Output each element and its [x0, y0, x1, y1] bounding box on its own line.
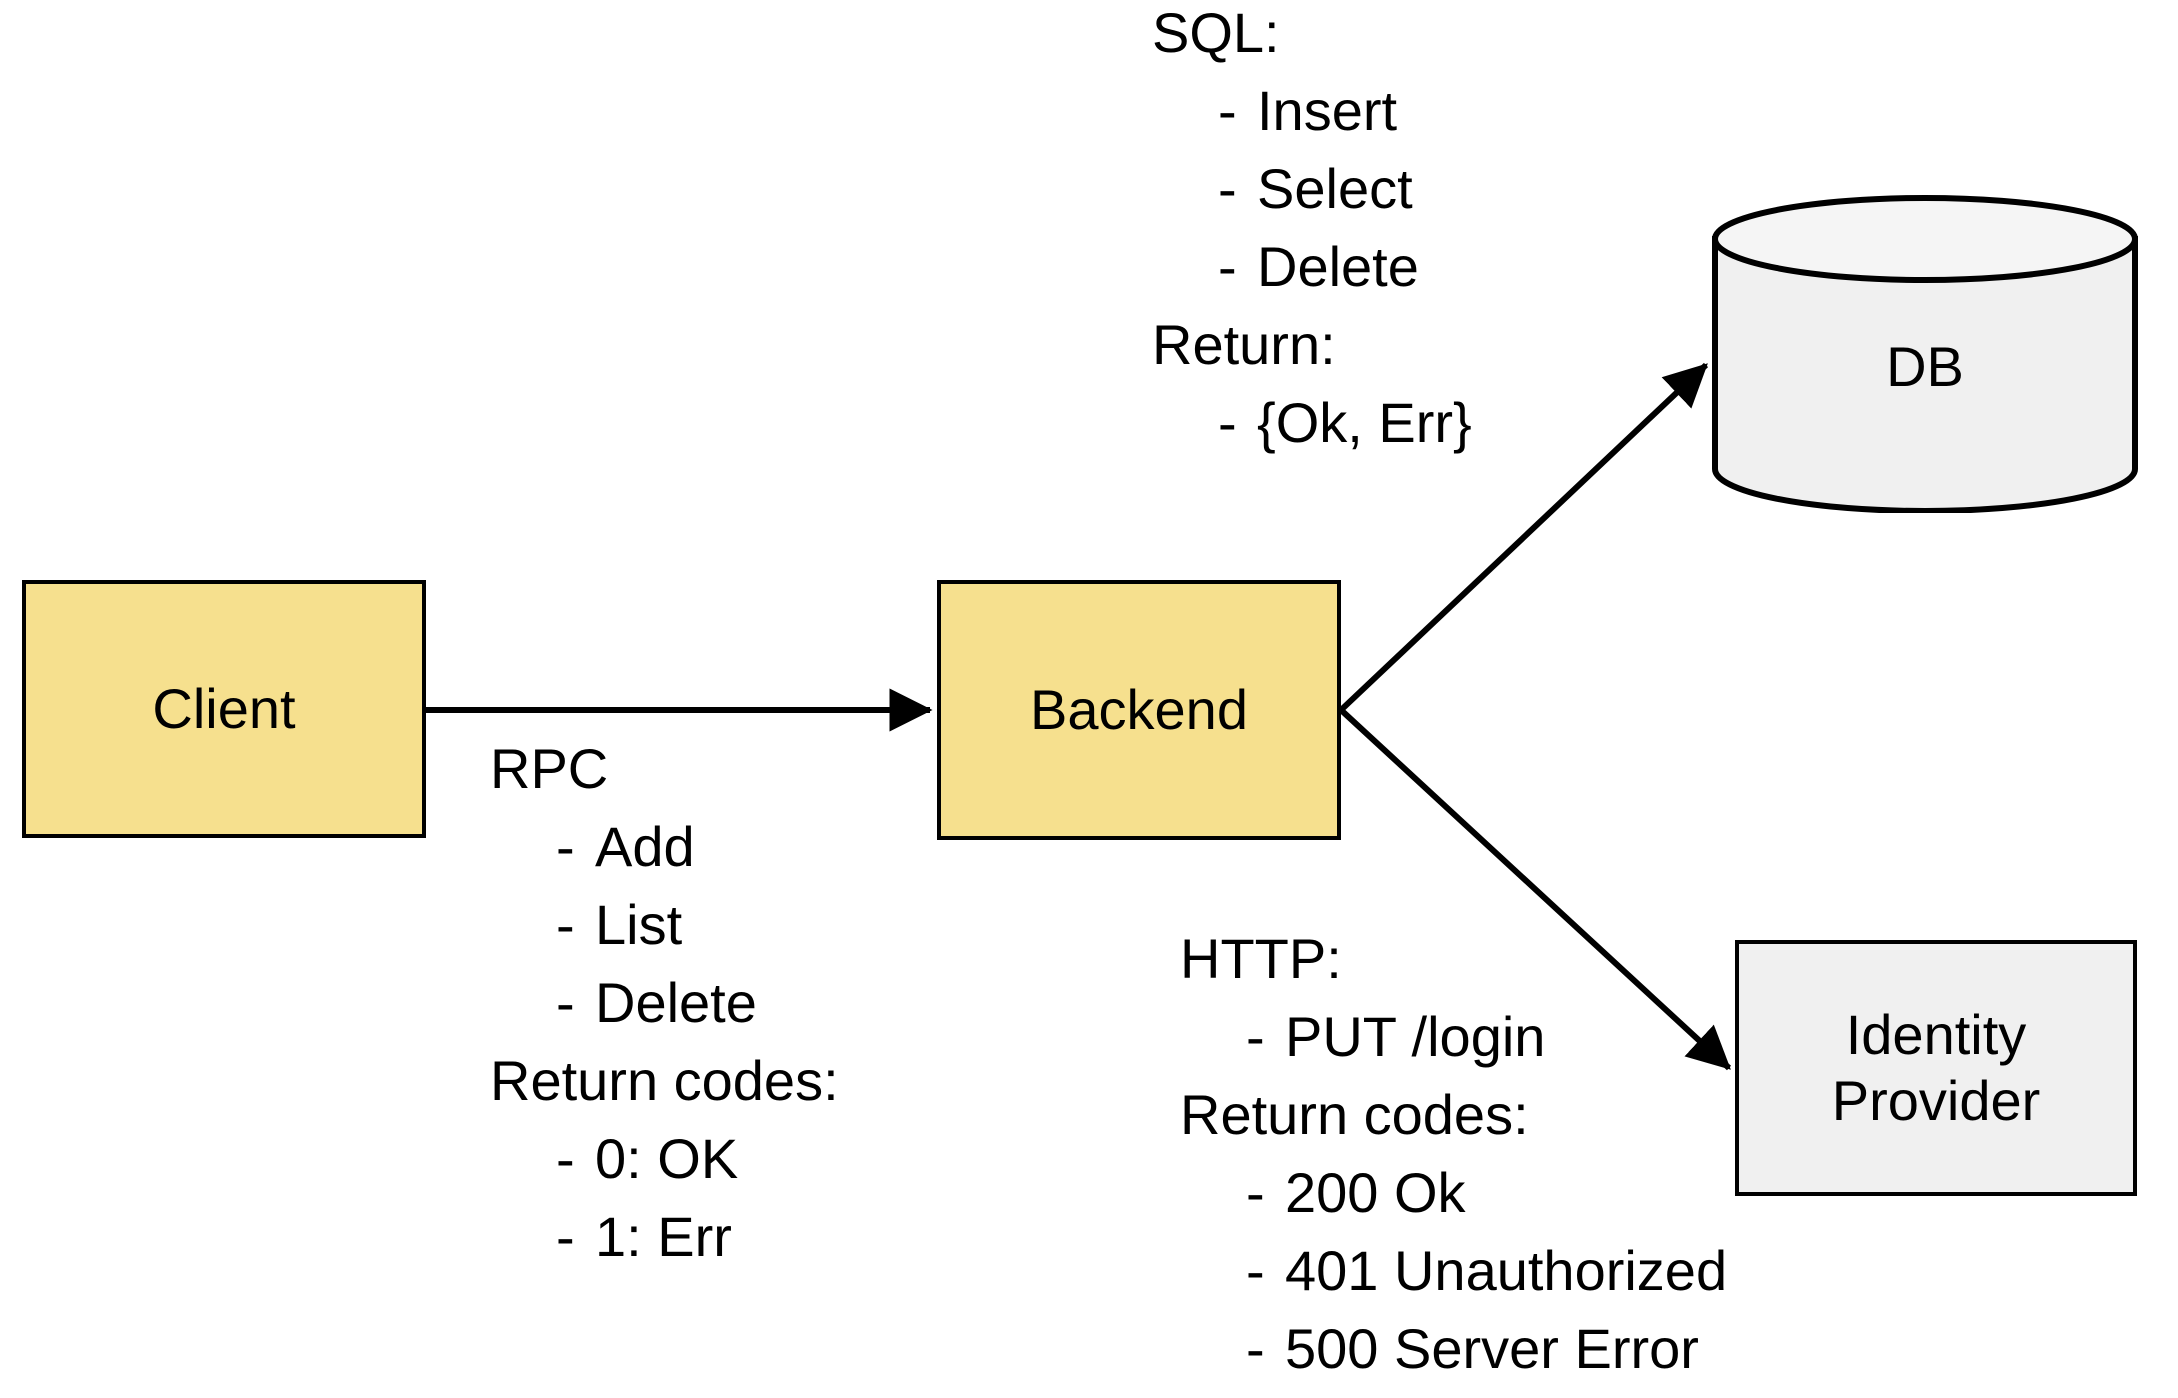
annotation-rpc-sub-item: -1: Err	[490, 1198, 839, 1276]
annotation-rpc-item-text: Add	[595, 815, 695, 878]
annotation-http-sub-item-text: 200 Ok	[1285, 1161, 1466, 1224]
bullet-dash: -	[1218, 235, 1237, 298]
annotation-sql-title: SQL:	[1152, 1, 1280, 64]
annotation-rpc-item-text: Delete	[595, 971, 757, 1034]
node-identity-provider-label: Identity Provider	[1831, 1002, 2041, 1132]
node-identity-provider[interactable]: Identity Provider	[1735, 940, 2137, 1196]
annotation-http-sub-item: -401 Unauthorized	[1180, 1232, 1727, 1310]
node-db[interactable]: DB	[1712, 195, 2138, 513]
annotation-http-sub-item: -200 Ok	[1180, 1154, 1727, 1232]
annotation-sql-subtitle: Return:	[1152, 313, 1336, 376]
annotation-rpc-subtitle: Return codes:	[490, 1049, 839, 1112]
annotation-rpc-sub-item-text: 1: Err	[595, 1205, 732, 1268]
annotation-rpc-item: -Add	[490, 808, 839, 886]
annotation-http: HTTP: -PUT /login Return codes: -200 Ok …	[1180, 920, 1727, 1388]
annotation-sql-sub-item: -{Ok, Err}	[1152, 384, 1472, 462]
annotation-http-title: HTTP:	[1180, 927, 1342, 990]
annotation-rpc: RPC -Add -List -Delete Return codes: -0:…	[490, 730, 839, 1276]
bullet-dash: -	[1246, 1005, 1265, 1068]
annotation-rpc-item: -Delete	[490, 964, 839, 1042]
bullet-dash: -	[556, 1127, 575, 1190]
annotation-sql-item-text: Delete	[1257, 235, 1419, 298]
annotation-rpc-sub-item-text: 0: OK	[595, 1127, 739, 1190]
bullet-dash: -	[556, 971, 575, 1034]
annotation-sql: SQL: -Insert -Select -Delete Return: -{O…	[1152, 0, 1472, 462]
node-client[interactable]: Client	[22, 580, 426, 838]
bullet-dash: -	[1246, 1161, 1265, 1224]
annotation-sql-item: -Select	[1152, 150, 1472, 228]
annotation-sql-sub-item-text: {Ok, Err}	[1257, 391, 1472, 454]
bullet-dash: -	[1218, 79, 1237, 142]
annotation-http-sub-item-text: 500 Server Error	[1285, 1317, 1699, 1380]
bullet-dash: -	[556, 1205, 575, 1268]
bullet-dash: -	[556, 815, 575, 878]
annotation-http-sub-item-text: 401 Unauthorized	[1285, 1239, 1728, 1302]
annotation-sql-item-text: Insert	[1257, 79, 1398, 142]
node-backend[interactable]: Backend	[937, 580, 1341, 840]
bullet-dash: -	[1218, 391, 1237, 454]
bullet-dash: -	[1218, 157, 1237, 220]
annotation-rpc-item-text: List	[595, 893, 683, 956]
node-db-label: DB	[1886, 334, 1964, 398]
node-client-label: Client	[152, 676, 296, 740]
annotation-http-sub-item: -500 Server Error	[1180, 1310, 1727, 1388]
annotation-http-item: -PUT /login	[1180, 998, 1727, 1076]
annotation-sql-item: -Insert	[1152, 72, 1472, 150]
bullet-dash: -	[556, 893, 575, 956]
annotation-rpc-sub-item: -0: OK	[490, 1120, 839, 1198]
database-cylinder-icon	[1712, 195, 2138, 513]
node-backend-label: Backend	[1030, 677, 1248, 741]
annotation-http-item-text: PUT /login	[1285, 1005, 1546, 1068]
annotation-http-subtitle: Return codes:	[1180, 1083, 1529, 1146]
annotation-sql-item-text: Select	[1257, 157, 1413, 220]
annotation-rpc-title: RPC	[490, 737, 609, 800]
bullet-dash: -	[1246, 1239, 1265, 1302]
annotation-sql-item: -Delete	[1152, 228, 1472, 306]
annotation-rpc-item: -List	[490, 886, 839, 964]
bullet-dash: -	[1246, 1317, 1265, 1380]
